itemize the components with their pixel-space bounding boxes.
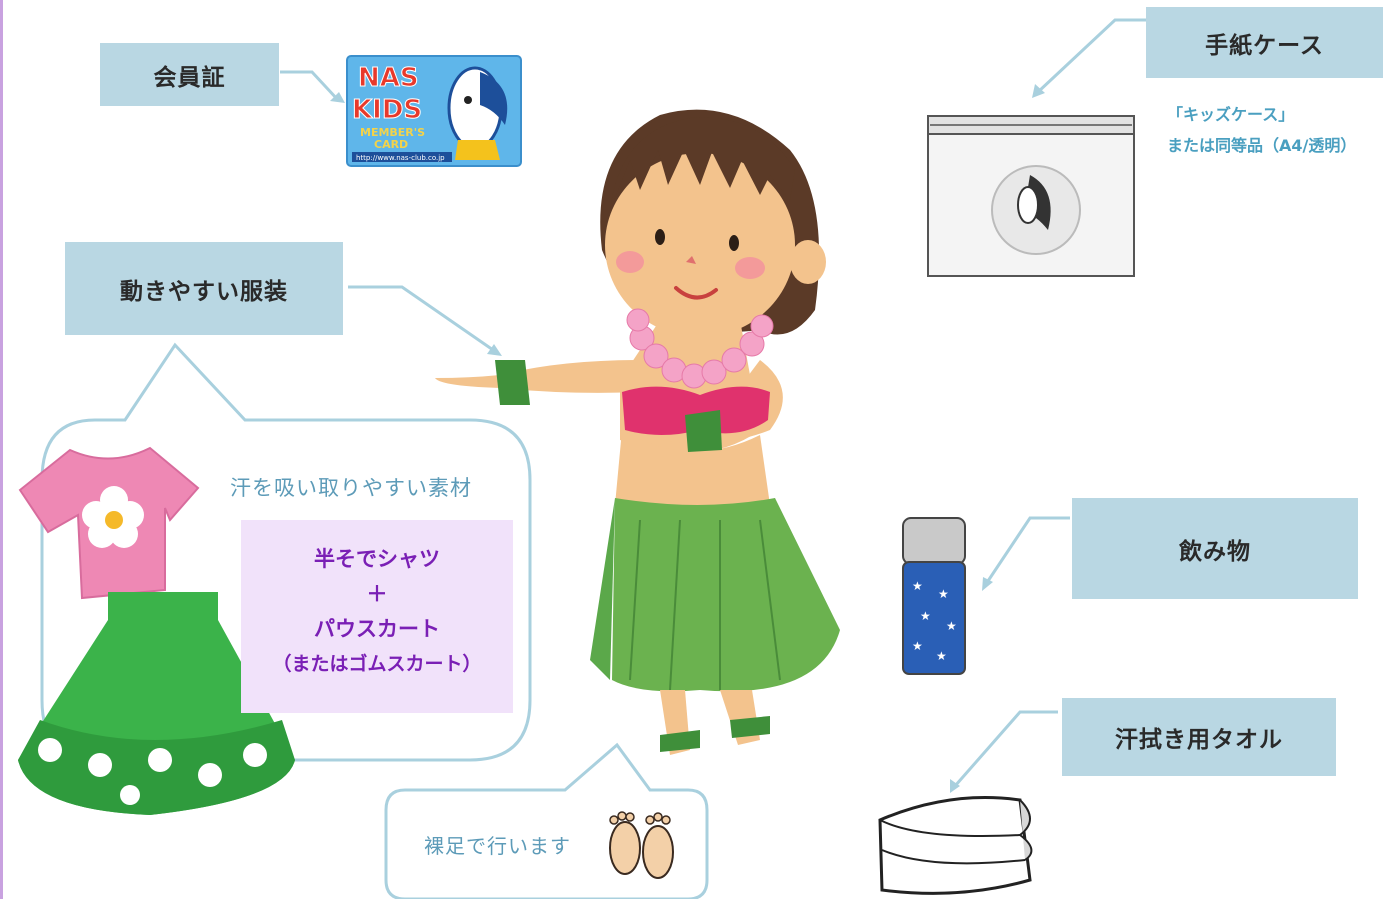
label-towel: 汗拭き用タオル	[1062, 698, 1336, 776]
label-drink: 飲み物	[1072, 498, 1358, 599]
label-membership-card: 会員証	[100, 43, 279, 106]
letter-case-note: 「キッズケース」 または同等品（A4/透明）	[1167, 99, 1395, 161]
label-easy-clothes: 動きやすい服装	[65, 242, 343, 335]
footprints-icon	[609, 811, 674, 879]
svg-text:★: ★	[912, 579, 923, 593]
svg-text:KIDS: KIDS	[352, 95, 422, 125]
skirt-icon	[18, 592, 295, 815]
clothes-plus: ＋	[366, 582, 388, 606]
svg-text:CARD: CARD	[374, 138, 408, 151]
letter-case-note-line1: 「キッズケース」	[1167, 105, 1295, 124]
barefoot-text: 裸足で行います	[424, 834, 571, 858]
letter-case-note-line2: または同等品（A4/透明）	[1167, 136, 1357, 155]
membership-card-icon: NAS KIDS MEMBER'S CARD http://www.nas-cl…	[346, 55, 522, 167]
connector-arrowheads	[330, 84, 1045, 793]
svg-text:★: ★	[912, 639, 923, 653]
label-letter-case: 手紙ケース	[1146, 7, 1383, 78]
clothes-items-box: 半そでシャツ ＋ パウスカート （またはゴムスカート）	[241, 520, 513, 713]
clothes-item-pau-skirt: パウスカート	[314, 617, 440, 641]
svg-text:★: ★	[920, 609, 931, 623]
svg-text:★: ★	[936, 649, 947, 663]
svg-text:★: ★	[938, 587, 949, 601]
svg-text:MEMBER'S: MEMBER'S	[360, 126, 425, 139]
clothes-item-rubber-skirt: （またはゴムスカート）	[272, 653, 482, 675]
frame-edge	[0, 0, 3, 899]
svg-text:NAS: NAS	[358, 63, 419, 93]
hula-girl-illustration	[435, 109, 840, 755]
clothes-item-shirt: 半そでシャツ	[314, 547, 440, 571]
water-bottle-icon: ★ ★ ★ ★ ★ ★	[902, 517, 966, 675]
svg-text:http://www.nas-club.co.jp: http://www.nas-club.co.jp	[356, 154, 445, 162]
connector-lines	[280, 18, 1146, 787]
material-text: 汗を吸い取りやすい素材	[230, 476, 472, 500]
towel-icon	[878, 796, 1033, 895]
svg-text:★: ★	[946, 619, 957, 633]
letter-case-icon	[927, 115, 1135, 277]
